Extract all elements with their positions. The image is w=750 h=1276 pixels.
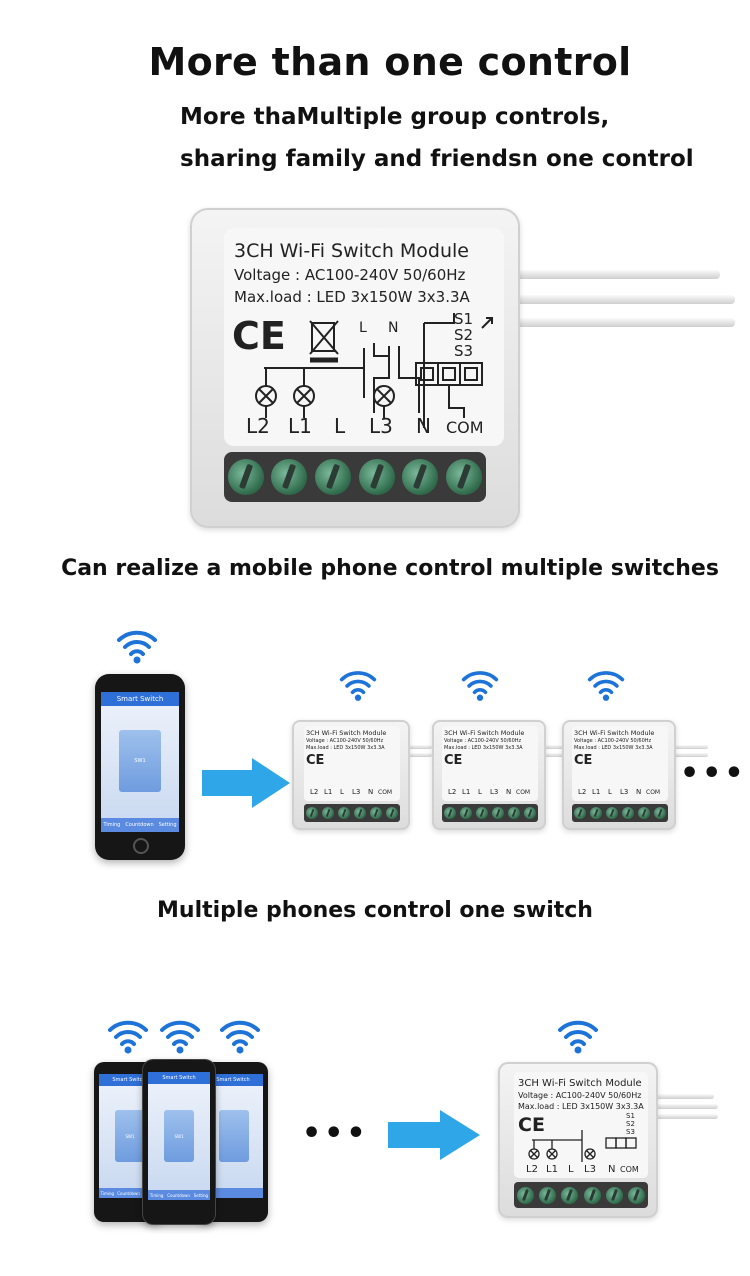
terminal-label-l: L [334,414,346,438]
terminal-block [224,452,486,502]
ce-mark: CE [232,314,286,358]
channel-s1: S1 [454,310,474,328]
channel-s2: S2 [454,326,474,344]
terminal-label-n: N [416,414,431,438]
multi-phone-heading: Multiple phones control one switch [157,898,593,923]
switch-card-label: SW1 [134,758,146,764]
multi-switch-heading: Can realize a mobile phone control multi… [61,556,719,581]
tab-setting[interactable]: Setting [158,822,177,828]
big-module-group: 3CH Wi-Fi Switch Module Voltage : AC100-… [180,200,740,540]
tab-countdown[interactable]: Countdown [125,822,154,828]
wifi-icon [558,1020,598,1054]
subtitle-line-1: More thaMultiple group controls, [180,104,610,130]
small-module-3: 3CH Wi-Fi Switch Module Voltage : AC100-… [558,668,708,833]
app-title: Smart Switch [101,692,179,706]
phone-2: Smart Switch SW1 Timing Countdown Settin… [143,1060,215,1224]
channel-s3: S3 [454,342,474,360]
home-button[interactable] [133,838,149,854]
wifi-icon [160,1020,200,1054]
wifi-icon [339,671,377,701]
diagram-label-l: L [359,320,367,336]
phone-main: Smart Switch SW1 Timing Countdown Settin… [95,674,185,860]
wifi-icon [108,1020,148,1054]
diagram-label-n: N [388,320,399,336]
module-title-small: 3CH Wi-Fi Switch Module [306,729,387,737]
switch-card[interactable]: SW1 [119,730,161,792]
subtitle-line-2: sharing family and friendsn one control [180,146,694,172]
module-title: 3CH Wi-Fi Switch Module [234,240,469,262]
terminal-label-l1: L1 [288,414,312,438]
terminal-label-com: COM [446,418,484,437]
wifi-icon [587,671,625,701]
wiring-diagram [255,313,493,428]
tab-timing[interactable]: Timing [103,822,121,828]
terminal-label-l3: L3 [369,414,393,438]
ellipsis-more-modules: ••• [680,756,747,791]
switch-module-medium: 3CH Wi-Fi Switch Module Voltage : AC100-… [498,1062,720,1222]
wifi-icon [461,671,499,701]
module-maxload: Max.load : LED 3x150W 3x3.3A [234,288,470,306]
ellipsis-more-phones: ••• [302,1116,369,1151]
wifi-icon [117,630,157,664]
switch-module-large: 3CH Wi-Fi Switch Module Voltage : AC100-… [190,208,520,528]
small-module-1: 3CH Wi-Fi Switch Module Voltage : AC100-… [292,668,432,833]
terminal-label-l2: L2 [246,414,270,438]
small-module-2: 3CH Wi-Fi Switch Module Voltage : AC100-… [428,668,568,833]
page-title: More than one control [148,40,632,84]
module-voltage: Voltage : AC100-240V 50/60Hz [234,266,466,284]
wifi-icon [220,1020,260,1054]
